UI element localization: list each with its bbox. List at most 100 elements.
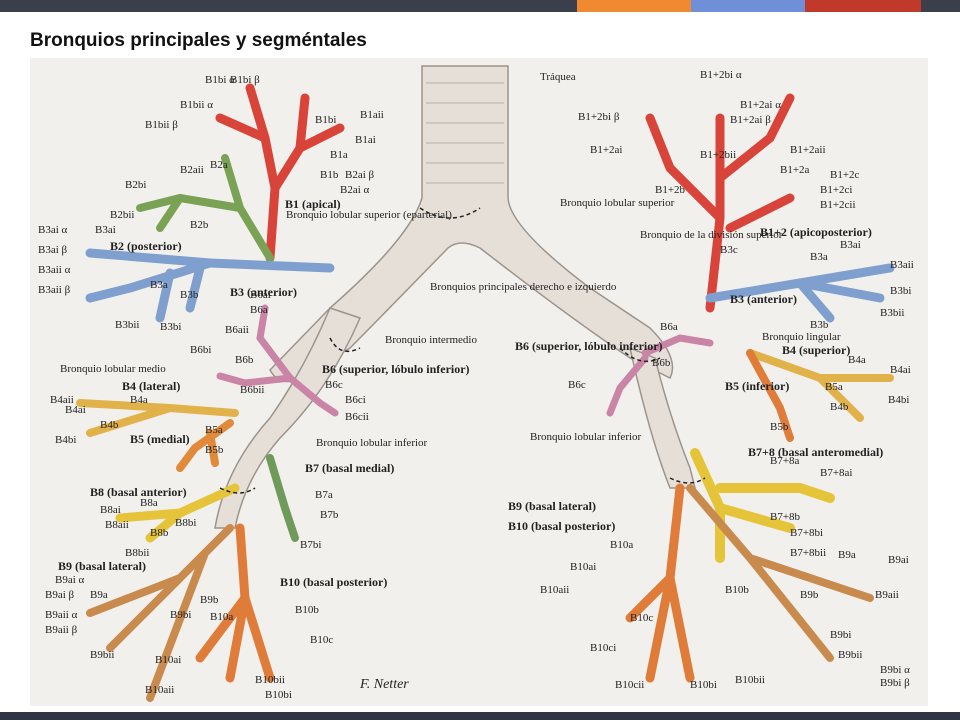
label-r-b1: B1 (apical) [285, 197, 341, 211]
label-lob-sup-der: Bronquio lobular superior (eparterial) [286, 209, 452, 221]
segment-label: B6b [235, 354, 254, 366]
segment-label: B2b [190, 219, 209, 231]
label-lob-inf-izq: Bronquio lobular inferior [530, 431, 642, 443]
right-b8-basal-anterior [115, 483, 240, 543]
segment-label: B6b [652, 357, 671, 369]
label-traquea: Tráquea [540, 71, 576, 83]
segment-label: B4aii [50, 394, 74, 406]
segment-label: B5a [205, 424, 223, 436]
segment-label: B8b [150, 527, 169, 539]
segment-label: B10ai [570, 561, 596, 573]
segment-label: B1+2cii [820, 199, 856, 211]
segment-label: B10bii [255, 674, 285, 686]
segment-label: B9ai [888, 554, 909, 566]
label-r-b6: B6 (superior, lóbulo inferior) [322, 362, 470, 376]
segment-label: B1b [320, 169, 339, 181]
segment-label: B9aii β [45, 624, 78, 636]
segment-label: B2bi [125, 179, 146, 191]
segment-label: B1+2ci [820, 184, 852, 196]
segment-label: B1bi [315, 114, 336, 126]
segment-label: B10aii [145, 684, 174, 696]
label-r-b5: B5 (medial) [130, 432, 190, 446]
label-r-b7: B7 (basal medial) [305, 461, 394, 475]
segment-label: B4ai [65, 404, 86, 416]
segment-label: B1bii β [145, 119, 178, 131]
segment-label: B3b [180, 289, 199, 301]
segment-label: B9bi [170, 609, 191, 621]
segment-label: B7+8b [770, 511, 801, 523]
segment-label: B1+2aii [790, 144, 826, 156]
segment-label: B3bi [890, 285, 911, 297]
segment-label: B10bii [735, 674, 765, 686]
segment-label: B2a [210, 159, 228, 171]
segment-label: B1a [330, 149, 348, 161]
segment-label: B3aii [890, 259, 914, 271]
label-intermedio: Bronquio intermedio [385, 334, 477, 346]
label-l-b3: B3 (anterior) [730, 292, 797, 306]
segment-label: B2aii [180, 164, 204, 176]
segment-label: B4bi [888, 394, 909, 406]
segment-label: B10aii [540, 584, 569, 596]
segment-label: B3ai [95, 224, 116, 236]
segment-label: B1+2ai α [740, 99, 781, 111]
segment-label: B6a [250, 304, 268, 316]
label-r-b9: B9 (basal lateral) [58, 559, 146, 573]
segment-label: B10b [725, 584, 749, 596]
segment-label: B9bi [830, 629, 851, 641]
label-lob-medio: Bronquio lobular medio [60, 363, 166, 375]
bronchial-tree-illustration: Tráquea Bronquios principales derecho e … [38, 65, 914, 702]
segment-label: B7b [320, 509, 339, 521]
segment-label: B4ai [890, 364, 911, 376]
left-b7-8-basal-anteromedial [690, 448, 835, 563]
label-l-b6: B6 (superior, lóbulo inferior) [515, 339, 663, 353]
segment-label: B3b [810, 319, 829, 331]
segment-label: B7a [315, 489, 333, 501]
left-b6-superior [606, 334, 714, 417]
segment-label: B1+2bii [700, 149, 736, 161]
left-b10-basal-posterior [625, 483, 695, 683]
label-l-b10: B10 (basal posterior) [508, 519, 615, 533]
right-b3-anterior [85, 248, 335, 323]
left-b3-anterior [705, 263, 895, 323]
anatomy-plate: Tráquea Bronquios principales derecho e … [30, 58, 928, 706]
segment-label: B1+2b [655, 184, 686, 196]
segment-label: B4b [100, 419, 119, 431]
segment-label: B7+8bi [790, 527, 823, 539]
segment-label: B1bi β [230, 74, 260, 86]
segment-label: B1aii [360, 109, 384, 121]
left-b9-basal-lateral [686, 484, 874, 662]
segment-label: B10b [295, 604, 319, 616]
segment-label: B6a [660, 321, 678, 333]
left-b5-inferior-lingula [746, 349, 794, 442]
segment-label: B3aii β [38, 284, 71, 296]
segment-label: B9a [90, 589, 108, 601]
accent-stripe-orange [577, 0, 691, 12]
segment-label: B1+2bi α [700, 69, 742, 81]
segment-label: B9b [200, 594, 219, 606]
segment-label: B10ai [155, 654, 181, 666]
segment-label: B9a [838, 549, 856, 561]
segment-label: B1+2c [830, 169, 860, 181]
segment-label: B6ai [250, 289, 271, 301]
segment-label: B5b [770, 421, 789, 433]
label-l-b5: B5 (inferior) [725, 379, 789, 393]
right-b4-b5-middle-lobe [76, 399, 239, 437]
right-intermediate-bronchus [214, 307, 362, 529]
segment-label: B9ai α [55, 574, 85, 586]
segment-label: B1+2bi β [578, 111, 620, 123]
accent-stripe-red [805, 0, 921, 12]
segment-label: B3ai α [38, 224, 68, 236]
label-r-b8: B8 (basal anterior) [90, 485, 187, 499]
segment-label: B1+2a [780, 164, 810, 176]
segment-label: B9ai β [45, 589, 75, 601]
segment-label: B6cii [345, 411, 369, 423]
segment-label: B3bi [160, 321, 181, 333]
segment-label: B4bi [55, 434, 76, 446]
label-l-b4: B4 (superior) [782, 343, 850, 357]
segment-label: B3c [720, 244, 738, 256]
segment-label: B4a [130, 394, 148, 406]
segment-label: B9bii [90, 649, 114, 661]
segment-label: B10bi [265, 689, 292, 701]
